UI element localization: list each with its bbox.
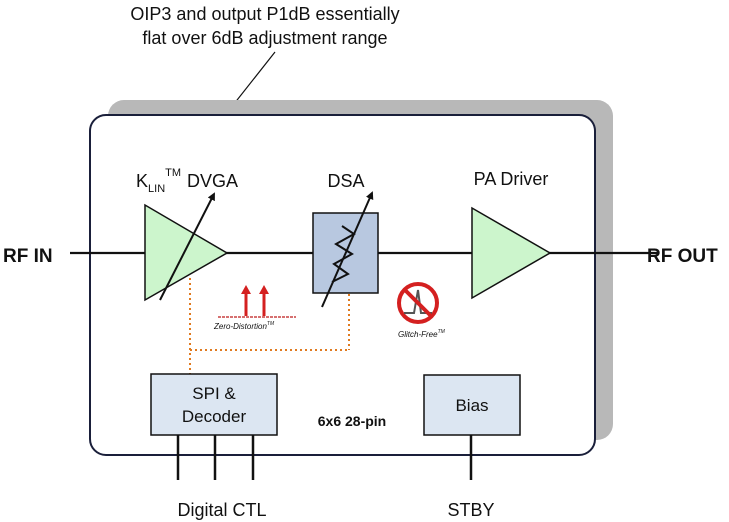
pa-driver-amplifier [471, 206, 552, 300]
glitch-free-logo: Glitch-FreeTM [397, 282, 446, 339]
callout-line-2: flat over 6dB adjustment range [142, 28, 387, 48]
variable-gain-arrow-icon [159, 192, 215, 301]
rf-out-label: RF OUT [647, 246, 718, 267]
dsa-label: DSA [327, 171, 364, 191]
spi-decoder-block [150, 373, 278, 436]
control-bus [189, 278, 350, 374]
variable-attenuation-arrow-icon [321, 191, 374, 308]
glitch-free-text: Glitch-FreeTM [398, 329, 446, 339]
package-label: 6x6 28-pin [318, 413, 386, 429]
pa-driver-label: PA Driver [474, 169, 549, 189]
stby-label: STBY [447, 500, 494, 520]
spi-decoder-line-1: SPI & [192, 384, 236, 403]
dvga-amplifier [144, 192, 229, 302]
digital-ctl-label: Digital CTL [177, 500, 266, 520]
spi-decoder-line-2: Decoder [182, 407, 247, 426]
digital-ctl-pins [176, 435, 255, 480]
dsa-block [312, 191, 379, 308]
rf-in-label: RF IN [3, 246, 53, 267]
bias-label: Bias [455, 396, 488, 415]
zero-distortion-logo: Zero-DistortionTM [213, 285, 296, 331]
zero-distortion-text: Zero-DistortionTM [213, 321, 275, 331]
callout-line-1: OIP3 and output P1dB essentially [130, 4, 399, 24]
